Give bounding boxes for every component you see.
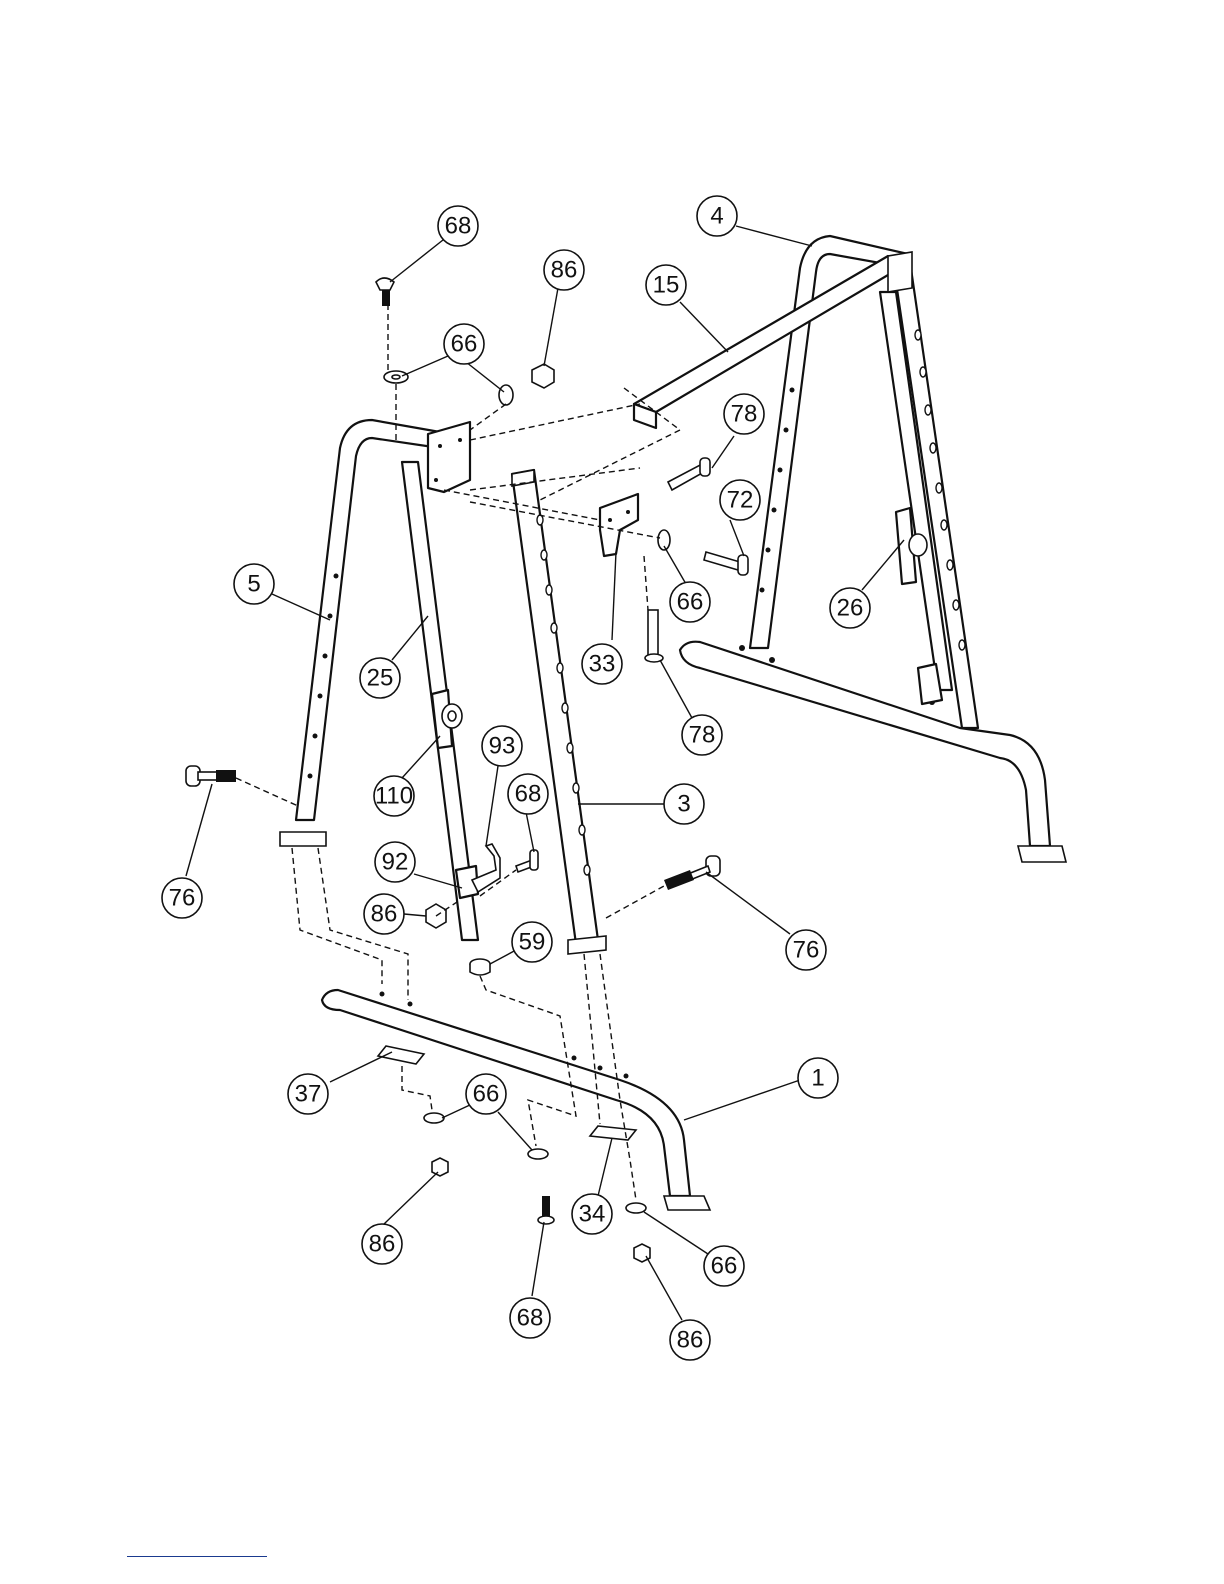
svg-text:37: 37 xyxy=(295,1081,322,1108)
callout-86-mid: 86 xyxy=(364,894,404,934)
callout-72: 72 xyxy=(720,480,760,520)
callout-110: 110 xyxy=(374,776,414,816)
callout-93: 93 xyxy=(482,726,522,766)
front-top-plate xyxy=(428,422,470,492)
svg-text:66: 66 xyxy=(711,1253,738,1280)
callout-37: 37 xyxy=(288,1074,328,1114)
svg-text:26: 26 xyxy=(837,595,864,622)
svg-text:3: 3 xyxy=(677,791,690,818)
callout-68-bottom: 68 xyxy=(510,1298,550,1338)
rear-a-frame xyxy=(750,236,978,728)
callout-78-upper: 78 xyxy=(724,394,764,434)
svg-text:66: 66 xyxy=(473,1081,500,1108)
callouts: 68 86 4 15 66 78 72 5 66 26 25 33 78 93 … xyxy=(162,196,870,1360)
svg-text:86: 86 xyxy=(677,1327,704,1354)
callout-33: 33 xyxy=(582,644,622,684)
rear-base xyxy=(680,642,1066,862)
callout-15: 15 xyxy=(646,265,686,305)
callout-68-mid: 68 xyxy=(508,774,548,814)
svg-text:92: 92 xyxy=(382,849,409,876)
bracket-33 xyxy=(600,494,638,556)
callout-66-top: 66 xyxy=(444,324,484,364)
callout-76-right: 76 xyxy=(786,930,826,970)
callout-1: 1 xyxy=(798,1058,838,1098)
front-base xyxy=(322,990,710,1262)
callout-26: 26 xyxy=(830,588,870,628)
callout-86-bottom: 86 xyxy=(670,1320,710,1360)
svg-text:33: 33 xyxy=(589,651,616,678)
svg-text:1: 1 xyxy=(811,1065,824,1092)
hardware xyxy=(186,278,942,975)
svg-text:68: 68 xyxy=(517,1305,544,1332)
callout-76-left: 76 xyxy=(162,878,202,918)
svg-text:66: 66 xyxy=(677,589,704,616)
svg-text:78: 78 xyxy=(689,722,716,749)
svg-text:86: 86 xyxy=(371,901,398,928)
callout-3: 3 xyxy=(664,784,704,824)
svg-text:72: 72 xyxy=(727,487,754,514)
callout-5: 5 xyxy=(234,564,274,604)
callout-68-top: 68 xyxy=(438,206,478,246)
svg-text:15: 15 xyxy=(653,272,680,299)
center-upright xyxy=(512,470,606,954)
callout-66-lower: 66 xyxy=(466,1074,506,1114)
svg-text:76: 76 xyxy=(793,937,820,964)
callout-4: 4 xyxy=(697,196,737,236)
svg-text:34: 34 xyxy=(579,1201,606,1228)
callout-59: 59 xyxy=(512,922,552,962)
svg-text:5: 5 xyxy=(247,571,260,598)
callout-92: 92 xyxy=(375,842,415,882)
svg-text:86: 86 xyxy=(551,257,578,284)
callout-66-lower-right: 66 xyxy=(704,1246,744,1286)
svg-text:86: 86 xyxy=(369,1231,396,1258)
callout-34: 34 xyxy=(572,1194,612,1234)
svg-text:68: 68 xyxy=(445,213,472,240)
svg-text:25: 25 xyxy=(367,665,394,692)
svg-text:110: 110 xyxy=(375,783,413,810)
svg-text:66: 66 xyxy=(451,331,478,358)
callout-86-lower-left: 86 xyxy=(362,1224,402,1264)
svg-text:76: 76 xyxy=(169,885,196,912)
callout-66-mid: 66 xyxy=(670,582,710,622)
svg-text:78: 78 xyxy=(731,401,758,428)
svg-text:59: 59 xyxy=(519,929,546,956)
svg-text:4: 4 xyxy=(710,203,723,230)
callout-86-top: 86 xyxy=(544,250,584,290)
footer-rule xyxy=(127,1556,267,1557)
svg-text:68: 68 xyxy=(515,781,542,808)
callout-78-lower: 78 xyxy=(682,715,722,755)
callout-25: 25 xyxy=(360,658,400,698)
svg-text:93: 93 xyxy=(489,733,516,760)
